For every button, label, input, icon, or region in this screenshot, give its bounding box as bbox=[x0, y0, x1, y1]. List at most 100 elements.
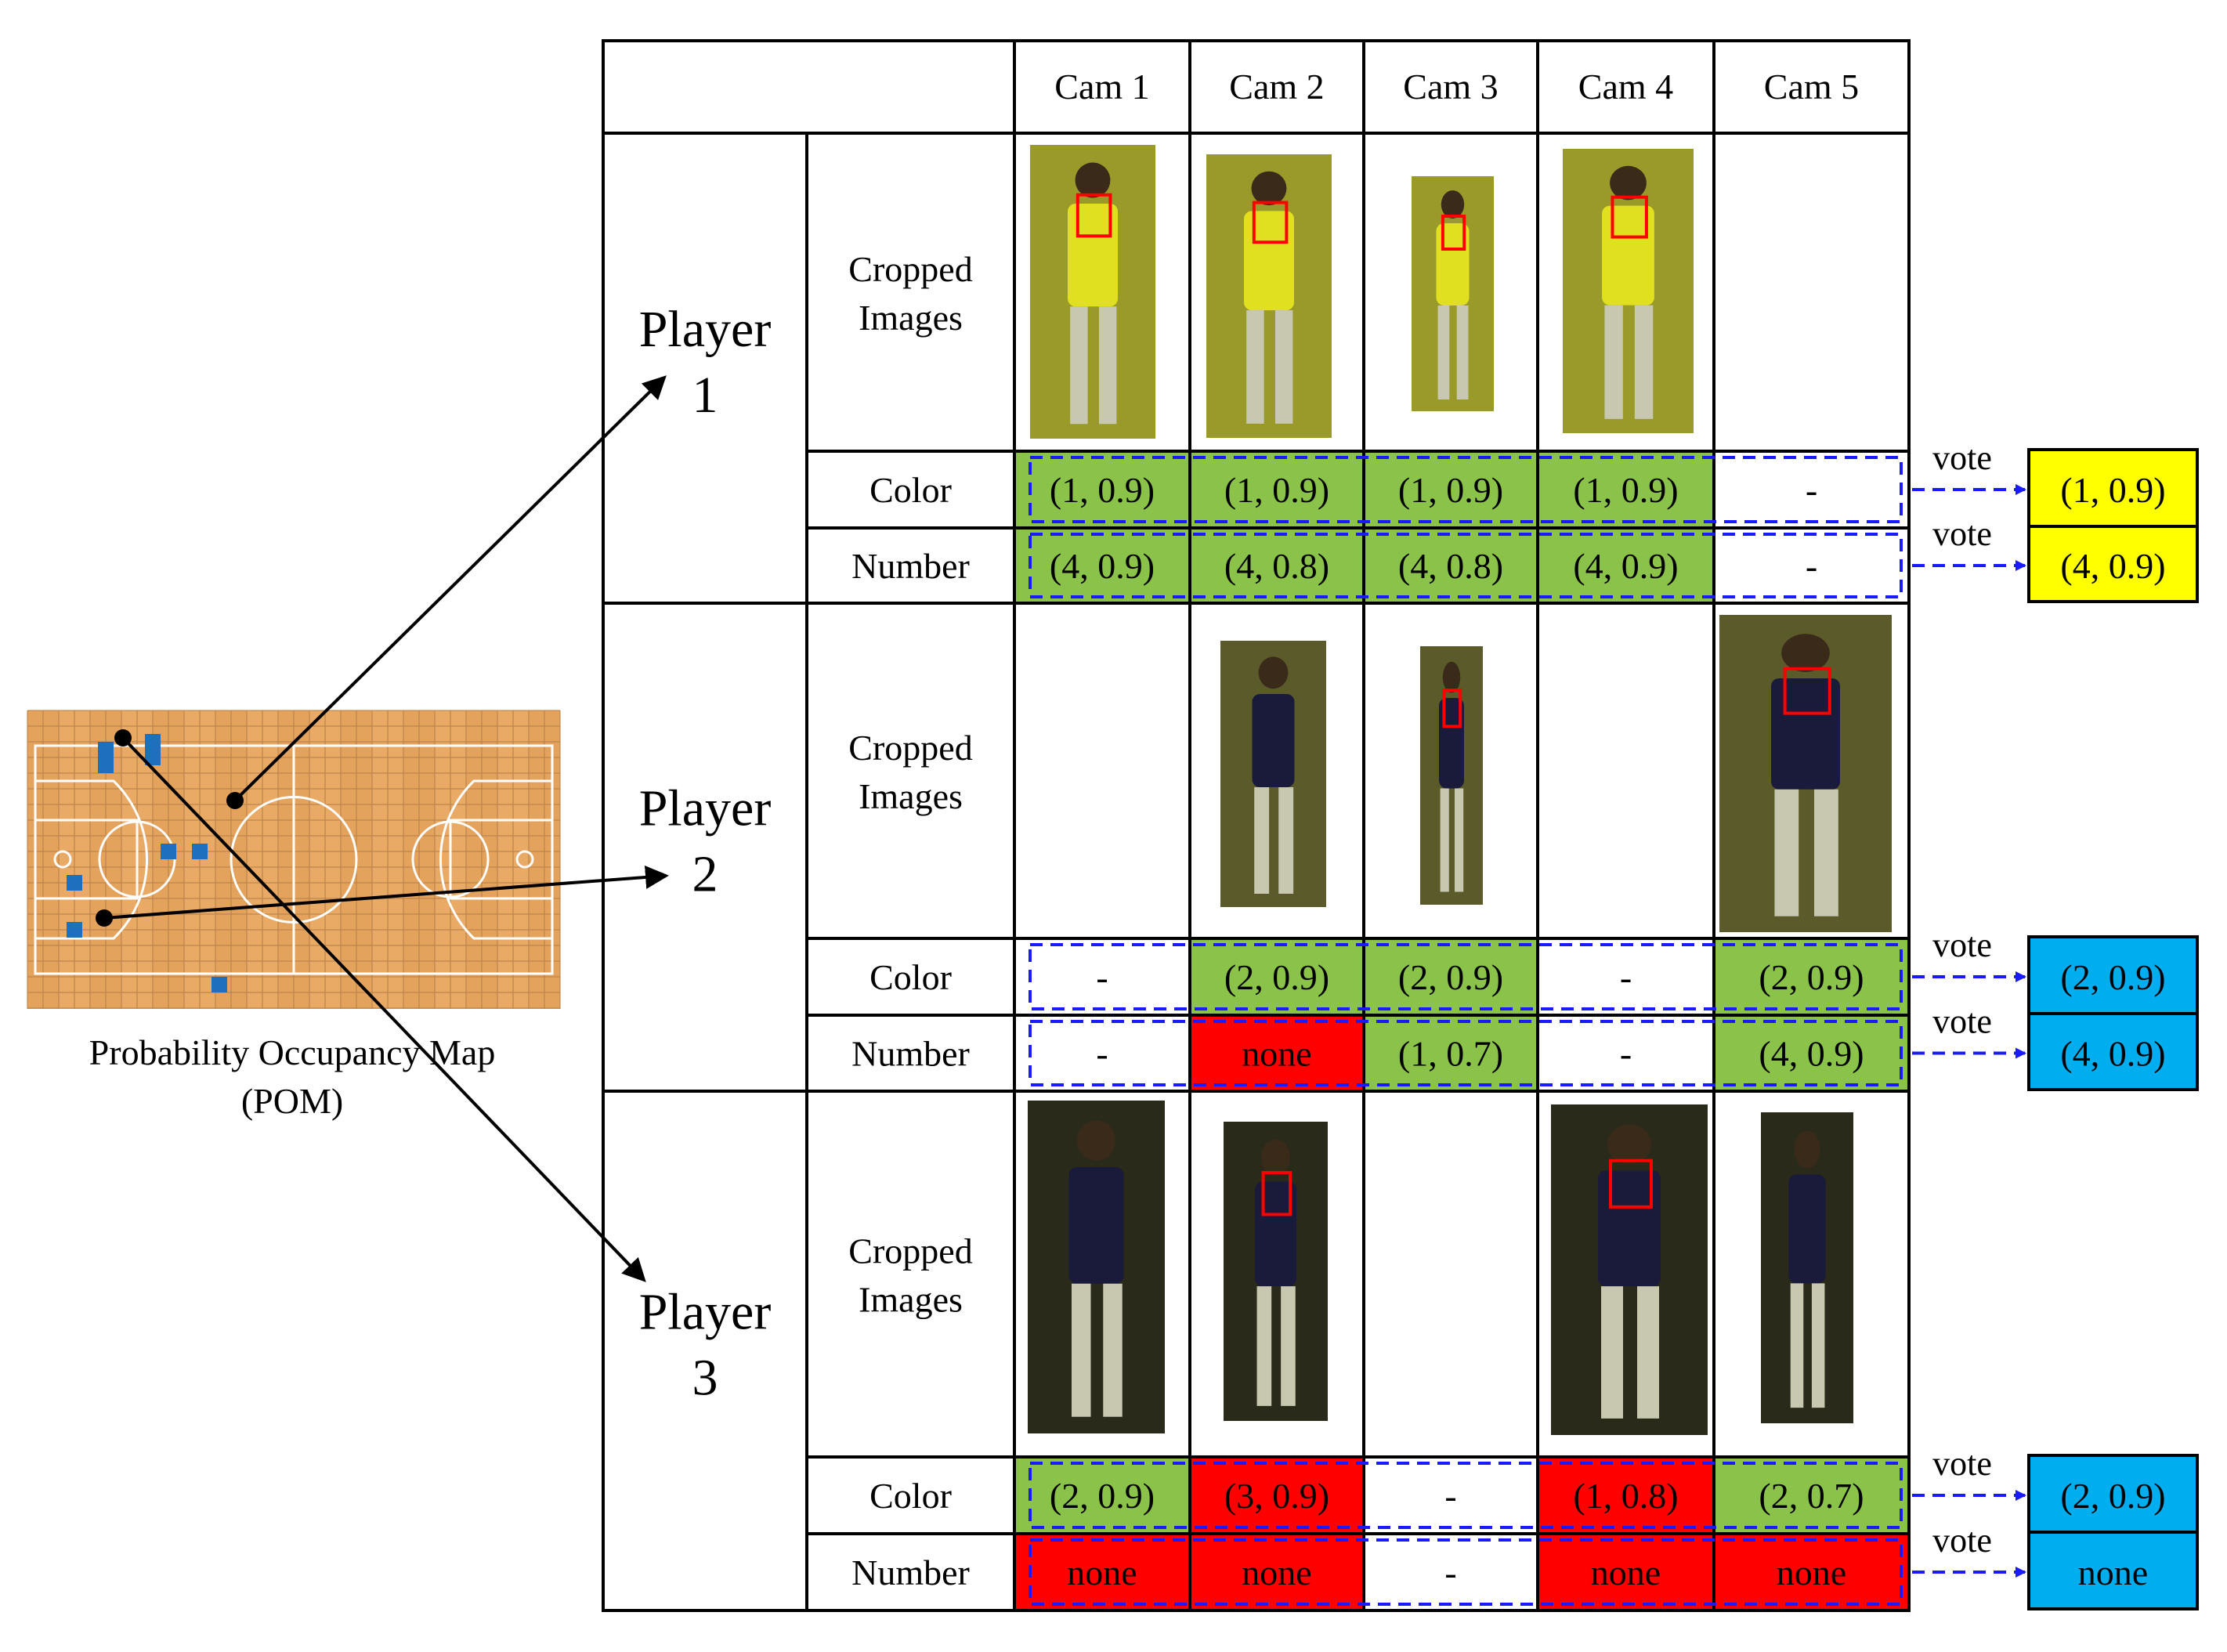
player-leg bbox=[1281, 1286, 1296, 1406]
p1-cam-4-number-value: (4, 0.9) bbox=[1573, 546, 1678, 586]
player-leg bbox=[1437, 305, 1450, 399]
player-leg bbox=[1254, 787, 1270, 894]
pom-player-arrows bbox=[96, 375, 669, 1282]
p1-cam-3-crop-image bbox=[1412, 176, 1494, 411]
player-1-title: Player bbox=[639, 301, 772, 358]
player-jersey bbox=[1254, 1181, 1297, 1287]
p3-cropped-label-2: Images bbox=[859, 1280, 963, 1320]
player-jersey bbox=[1252, 694, 1295, 787]
court-left-key bbox=[34, 819, 139, 900]
player-head bbox=[1258, 656, 1289, 689]
jersey-number-box bbox=[1076, 193, 1112, 238]
probability-occupancy-map bbox=[27, 710, 561, 1009]
p1-color-vote-result-box bbox=[2027, 448, 2199, 528]
player-jersey bbox=[1244, 211, 1294, 311]
p3-number-cell-bg bbox=[1014, 1534, 1190, 1610]
header-cam-1: Cam 1 bbox=[1054, 67, 1149, 107]
p3-number-label: Number bbox=[851, 1553, 970, 1592]
p2-cam-2-crop-image bbox=[1220, 641, 1326, 907]
occupied-cell bbox=[211, 977, 227, 992]
occupied-cell bbox=[161, 844, 176, 859]
p2-color-vote-label: vote bbox=[1932, 926, 1992, 964]
p3-color-cell-bg bbox=[1190, 1457, 1364, 1534]
player-leg bbox=[1774, 789, 1799, 916]
table-border bbox=[602, 39, 1911, 1612]
p3-cam-4-color-value: (1, 0.8) bbox=[1573, 1476, 1678, 1516]
p1-number-dashed-box bbox=[1029, 533, 1903, 598]
p3-cam-1-crop-image bbox=[1028, 1101, 1165, 1433]
player-jersey bbox=[1788, 1174, 1826, 1284]
jersey-number-box bbox=[1611, 195, 1648, 239]
p2-number-label: Number bbox=[851, 1034, 970, 1074]
p2-color-cell-bg bbox=[1014, 938, 1190, 1015]
p3-color-cell-bg bbox=[1364, 1457, 1538, 1534]
p1-number-vote-result: (4, 0.9) bbox=[2060, 546, 2165, 586]
arrow-to-player-1 bbox=[233, 375, 667, 802]
p3-cam-3-number-value: - bbox=[1444, 1553, 1456, 1592]
p1-color-label: Color bbox=[869, 470, 952, 510]
pom-dot-player-3 bbox=[114, 729, 132, 746]
p3-color-cell-bg bbox=[1714, 1457, 1909, 1534]
p2-number-vote-label: vote bbox=[1932, 1003, 1992, 1041]
player-leg bbox=[1456, 305, 1469, 399]
p2-number-cell-bg bbox=[1014, 1015, 1190, 1091]
p1-color-cell-bg bbox=[1190, 451, 1364, 528]
p1-number-cell-bg bbox=[1014, 528, 1190, 603]
player-leg bbox=[1790, 1283, 1804, 1408]
player-leg bbox=[1634, 305, 1654, 419]
player-head bbox=[1610, 165, 1647, 201]
player-head bbox=[1260, 1139, 1291, 1176]
p1-cam-1-number-value: (4, 0.9) bbox=[1050, 546, 1155, 586]
p1-cropped-label-2: Images bbox=[859, 298, 963, 338]
jersey-number-box bbox=[1252, 201, 1289, 244]
p1-cam-1-crop-image bbox=[1030, 145, 1155, 439]
p3-cam-1-number-value: none bbox=[1067, 1553, 1137, 1592]
player-leg bbox=[1601, 1286, 1623, 1419]
p1-cam-5-color-value: - bbox=[1806, 470, 1817, 510]
player-3-title: Player bbox=[639, 1284, 772, 1341]
p1-number-label: Number bbox=[851, 546, 970, 586]
p3-cropped-label-1: Cropped bbox=[848, 1231, 972, 1271]
p2-cam-4-color-value: - bbox=[1620, 957, 1632, 997]
pom-dot-player-1 bbox=[226, 792, 244, 809]
p3-cam-2-crop-image bbox=[1224, 1122, 1328, 1421]
court-right-arc bbox=[439, 779, 552, 940]
p3-cam-4-crop-image bbox=[1551, 1104, 1708, 1435]
p2-cam-4-number-value: - bbox=[1620, 1034, 1632, 1074]
p1-cam-3-number-value: (4, 0.8) bbox=[1398, 546, 1503, 586]
p2-cam-1-number-value: - bbox=[1096, 1034, 1108, 1074]
player-leg bbox=[1637, 1286, 1659, 1419]
p3-number-dashed-box bbox=[1029, 1538, 1903, 1606]
player-leg bbox=[1278, 787, 1294, 894]
player-leg bbox=[1440, 788, 1449, 892]
p2-cropped-label-2: Images bbox=[859, 776, 963, 816]
player-head bbox=[1781, 634, 1830, 672]
player-jersey bbox=[1068, 1167, 1124, 1284]
p2-cam-2-number-value: none bbox=[1242, 1034, 1311, 1074]
court-right-hoop bbox=[515, 850, 534, 869]
player-leg bbox=[1814, 789, 1838, 916]
p2-cam-3-number-value: (1, 0.7) bbox=[1398, 1034, 1503, 1074]
p2-cam-2-color-value: (2, 0.9) bbox=[1224, 957, 1329, 997]
p2-number-cell-bg bbox=[1190, 1015, 1364, 1091]
p3-number-cell-bg bbox=[1364, 1534, 1538, 1610]
player-leg bbox=[1103, 1283, 1123, 1417]
p3-number-cell-bg bbox=[1714, 1534, 1909, 1610]
player-jersey bbox=[1602, 205, 1654, 305]
p3-number-cell-bg bbox=[1538, 1534, 1714, 1610]
player-head bbox=[1251, 171, 1287, 206]
player-3-number: 3 bbox=[692, 1350, 718, 1407]
p3-color-cell-bg bbox=[1538, 1457, 1714, 1534]
jersey-number-box bbox=[1783, 667, 1831, 715]
p2-color-label: Color bbox=[869, 957, 952, 997]
p1-cam-2-crop-image bbox=[1206, 154, 1332, 438]
p3-color-cell-bg bbox=[1014, 1457, 1190, 1534]
p2-cam-3-color-value: (2, 0.9) bbox=[1398, 957, 1503, 997]
p2-cam-5-crop-image bbox=[1719, 615, 1892, 932]
player-1-number: 1 bbox=[692, 367, 718, 424]
pom-dot-player-2 bbox=[96, 909, 113, 927]
player-leg bbox=[1256, 1286, 1272, 1406]
pom-caption: Probability Occupancy Map (POM) bbox=[89, 1032, 496, 1121]
